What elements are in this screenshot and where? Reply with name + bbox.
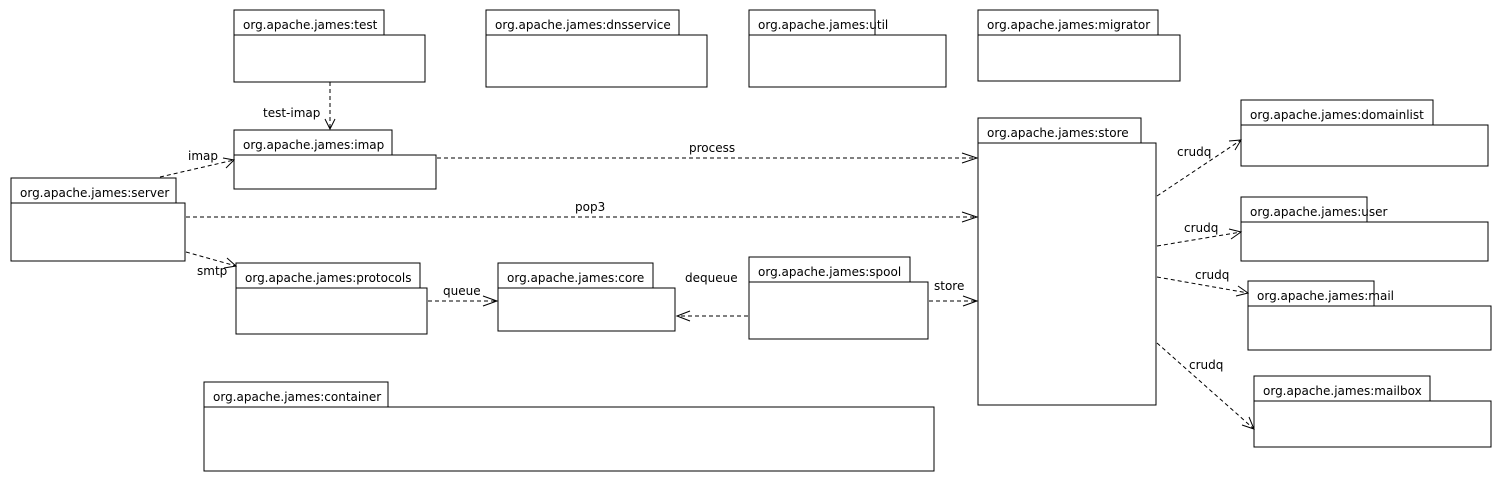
dependency-label-store-mailbox: crudq xyxy=(1189,358,1223,372)
package-test-label: org.apache.james:test xyxy=(243,18,378,32)
package-imap-label: org.apache.james:imap xyxy=(243,138,384,152)
package-spool[interactable]: org.apache.james:spool xyxy=(748,256,929,340)
package-test[interactable]: org.apache.james:test xyxy=(233,9,426,83)
dependency-label-imap-store: process xyxy=(689,141,735,155)
package-spool-label: org.apache.james:spool xyxy=(758,265,901,279)
dependency-label-spool-store: store xyxy=(934,279,964,293)
dependency-label-store-mail: crudq xyxy=(1195,268,1229,282)
package-mailbox-label: org.apache.james:mailbox xyxy=(1263,384,1422,398)
package-core-label: org.apache.james:core xyxy=(507,271,644,285)
package-mail[interactable]: org.apache.james:mail xyxy=(1247,280,1492,351)
package-server-label: org.apache.james:server xyxy=(20,186,169,200)
dependency-label-store-user: crudq xyxy=(1184,221,1218,235)
dependency-store-user: crudq xyxy=(1156,221,1243,247)
dependency-label-spool-core: dequeue xyxy=(685,271,738,285)
package-store[interactable]: org.apache.james:store xyxy=(977,117,1157,406)
package-dnsservice[interactable]: org.apache.james:dnsservice xyxy=(485,9,708,88)
dependency-label-store-domainlist: crudq xyxy=(1177,145,1211,159)
package-migrator[interactable]: org.apache.james:migrator xyxy=(977,9,1181,82)
package-protocols-label: org.apache.james:protocols xyxy=(245,271,411,285)
package-migrator-label: org.apache.james:migrator xyxy=(987,18,1150,32)
package-util[interactable]: org.apache.james:util xyxy=(748,9,947,88)
dependency-test-imap: test-imap xyxy=(263,82,336,131)
package-user[interactable]: org.apache.james:user xyxy=(1240,196,1489,262)
dependency-server-imap: imap xyxy=(159,149,236,178)
package-imap[interactable]: org.apache.james:imap xyxy=(233,129,437,190)
dependency-server-protocols: smtp xyxy=(185,251,238,278)
package-mailbox[interactable]: org.apache.james:mailbox xyxy=(1253,375,1492,448)
dependency-server-store: pop3 xyxy=(186,200,979,223)
dependency-label-server-imap: imap xyxy=(188,149,218,163)
dependency-label-server-store: pop3 xyxy=(575,200,605,214)
package-util-label: org.apache.james:util xyxy=(758,18,888,32)
package-core[interactable]: org.apache.james:core xyxy=(497,262,676,332)
package-container[interactable]: org.apache.james:container xyxy=(203,381,935,472)
dependency-spool-core: dequeue xyxy=(675,271,748,322)
package-store-label: org.apache.james:store xyxy=(987,126,1129,140)
dependency-store-mail: crudq xyxy=(1156,268,1250,297)
package-dnsservice-label: org.apache.james:dnsservice xyxy=(495,18,671,32)
package-mail-label: org.apache.james:mail xyxy=(1257,289,1394,303)
dependency-label-protocols-core: queue xyxy=(443,284,481,298)
dependency-label-server-protocols: smtp xyxy=(197,264,227,278)
dependency-store-mailbox: crudq xyxy=(1156,342,1255,430)
package-container-label: org.apache.james:container xyxy=(213,390,381,404)
dependency-spool-store: store xyxy=(929,279,979,307)
dependency-imap-store: process xyxy=(437,141,979,164)
dependency-protocols-core: queue xyxy=(428,284,499,307)
package-domainlist[interactable]: org.apache.james:domainlist xyxy=(1240,99,1489,167)
package-domainlist-label: org.apache.james:domainlist xyxy=(1250,108,1424,122)
package-server[interactable]: org.apache.james:server xyxy=(10,177,186,262)
package-user-label: org.apache.james:user xyxy=(1250,205,1388,219)
dependency-store-domainlist: crudq xyxy=(1156,139,1242,197)
package-protocols[interactable]: org.apache.james:protocols xyxy=(235,262,428,335)
dependency-label-test-imap: test-imap xyxy=(263,106,320,120)
